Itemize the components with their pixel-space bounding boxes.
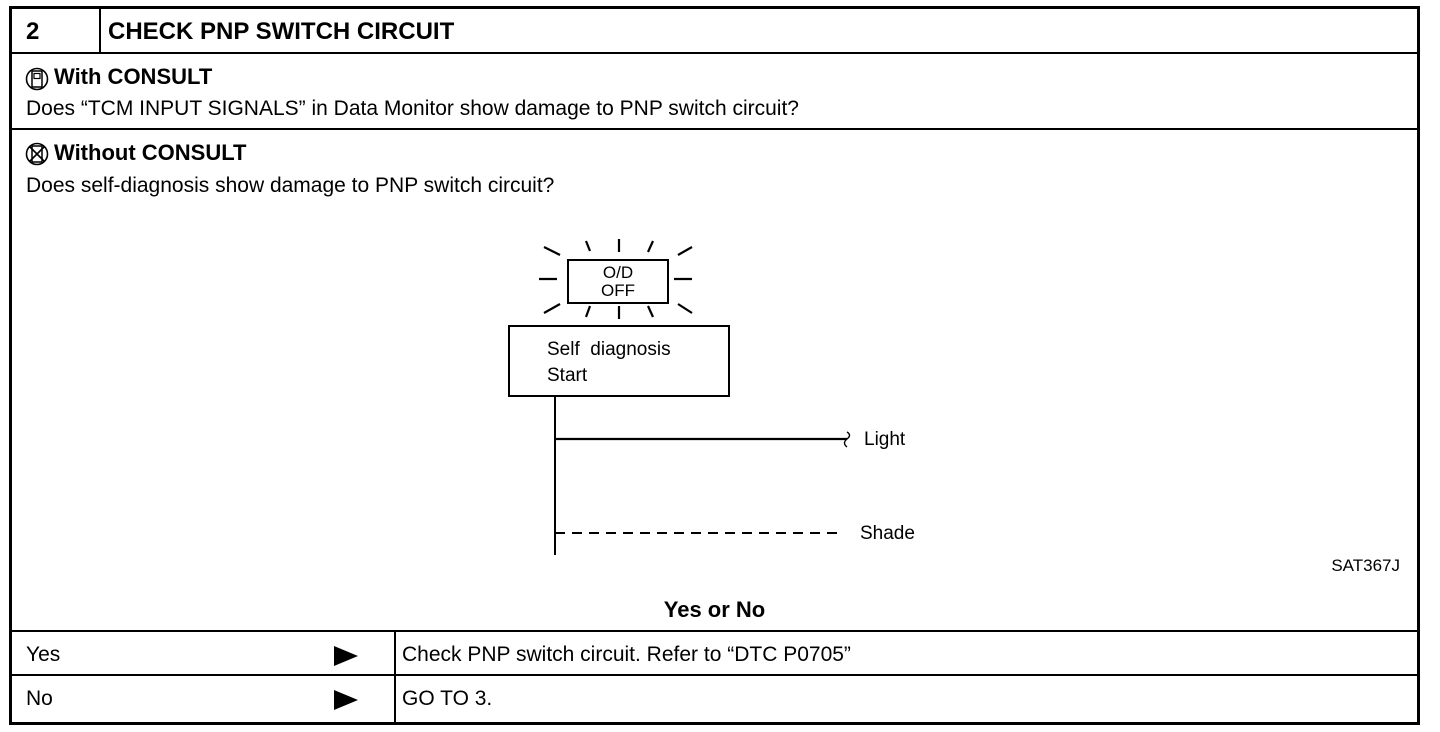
row-divider [12, 128, 1417, 130]
lamp-text-od: O/D [603, 263, 633, 282]
answer-yes-label: Yes [26, 643, 61, 666]
box-text-start: Start [547, 365, 588, 386]
row-divider [12, 674, 1417, 676]
without-consult-question: Does self-diagnosis show damage to PNP s… [26, 174, 555, 197]
lamp-text-off: OFF [601, 281, 635, 300]
figure-code: SAT367J [1331, 556, 1400, 575]
od-off-lamp [567, 259, 669, 304]
consult-tool-icon [25, 67, 49, 91]
step-number: 2 [26, 18, 40, 45]
shade-label: Shade [860, 523, 915, 544]
diagnostic-step-table: 2 CHECK PNP SWITCH CIRCUIT With CONSULT … [9, 6, 1420, 725]
with-consult-question: Does “TCM INPUT SIGNALS” in Data Monitor… [26, 97, 799, 120]
box-text-self-diagnosis: Self diagnosis [547, 339, 671, 360]
step-title: CHECK PNP SWITCH CIRCUIT [108, 18, 455, 45]
row-divider [12, 52, 1417, 54]
answer-no-action: GO TO 3. [402, 687, 493, 710]
break-mark [843, 431, 851, 448]
arrow-right-icon [334, 646, 358, 666]
yes-no-prompt: Yes or No [663, 597, 766, 622]
with-consult-heading: With CONSULT [54, 64, 213, 89]
light-label: Light [864, 429, 906, 450]
no-consult-tool-icon [25, 142, 49, 166]
self-diagnosis-box [508, 325, 730, 397]
answer-no-label: No [26, 687, 53, 710]
lamp-glow-rays [539, 239, 693, 319]
row-divider [12, 630, 1417, 632]
self-diagnosis-diagram: O/D OFF Self diagnosis Start Light Shade… [508, 239, 1400, 575]
answer-yes-action: Check PNP switch circuit. Refer to “DTC … [402, 643, 851, 666]
arrow-right-icon [334, 690, 358, 710]
answer-divider [394, 630, 396, 722]
header-divider [99, 9, 101, 52]
without-consult-heading: Without CONSULT [54, 140, 247, 165]
